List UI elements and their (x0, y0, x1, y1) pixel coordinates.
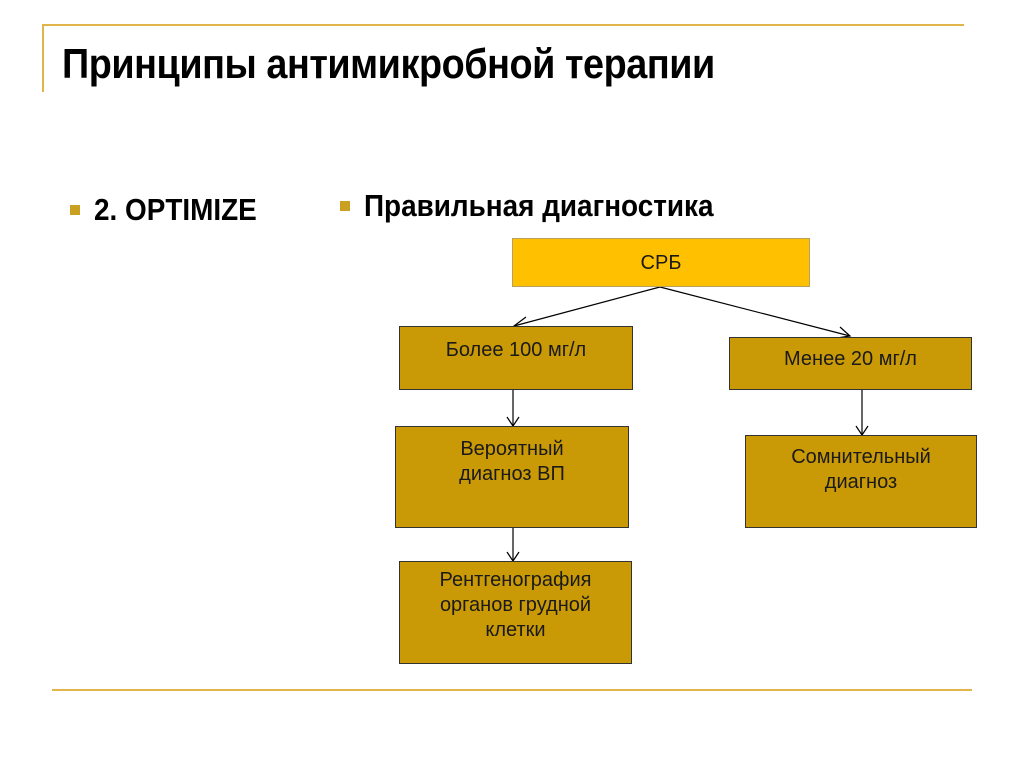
arrowhead-xray (506, 551, 520, 563)
bullet-diagnostics: Правильная диагностика (340, 188, 752, 224)
bottom-rule (52, 689, 972, 691)
node-crp-root-label: СРБ (640, 252, 682, 274)
connector-root-to-high (513, 286, 661, 327)
node-crp-high-label: Более 100 мг/л (445, 339, 587, 361)
bullet-optimize: 2. OPTIMIZE (70, 192, 275, 228)
node-crp-low-label: Менее 20 мг/л (784, 348, 917, 370)
node-doubtful-diagnosis-label: Сомнительный диагноз (791, 446, 931, 493)
arrowhead-doubtful (855, 425, 869, 437)
connector-root-to-low (659, 286, 851, 337)
node-crp-low: Менее 20 мг/л (729, 337, 972, 390)
slide-title: Принципы антимикробной терапии (62, 40, 715, 87)
node-chest-xray: Рентгенография органов грудной клетки (399, 561, 632, 664)
node-doubtful-diagnosis: Сомнительный диагноз (745, 435, 977, 528)
bullet-diagnostics-text: Правильная диагностика (364, 188, 714, 223)
arrowhead-probable (506, 416, 520, 428)
left-rule (42, 24, 44, 92)
bullet-optimize-text: 2. OPTIMIZE (94, 192, 257, 227)
top-rule (42, 24, 964, 26)
node-crp-root: СРБ (512, 238, 810, 287)
node-probable-diagnosis: Вероятный диагноз ВП (395, 426, 629, 528)
bullet-square-icon (70, 205, 80, 215)
node-chest-xray-label: Рентгенография органов грудной клетки (439, 569, 592, 641)
node-probable-diagnosis-label: Вероятный диагноз ВП (459, 438, 565, 485)
bullet-square-icon (340, 201, 350, 211)
node-crp-high: Более 100 мг/л (399, 326, 633, 390)
